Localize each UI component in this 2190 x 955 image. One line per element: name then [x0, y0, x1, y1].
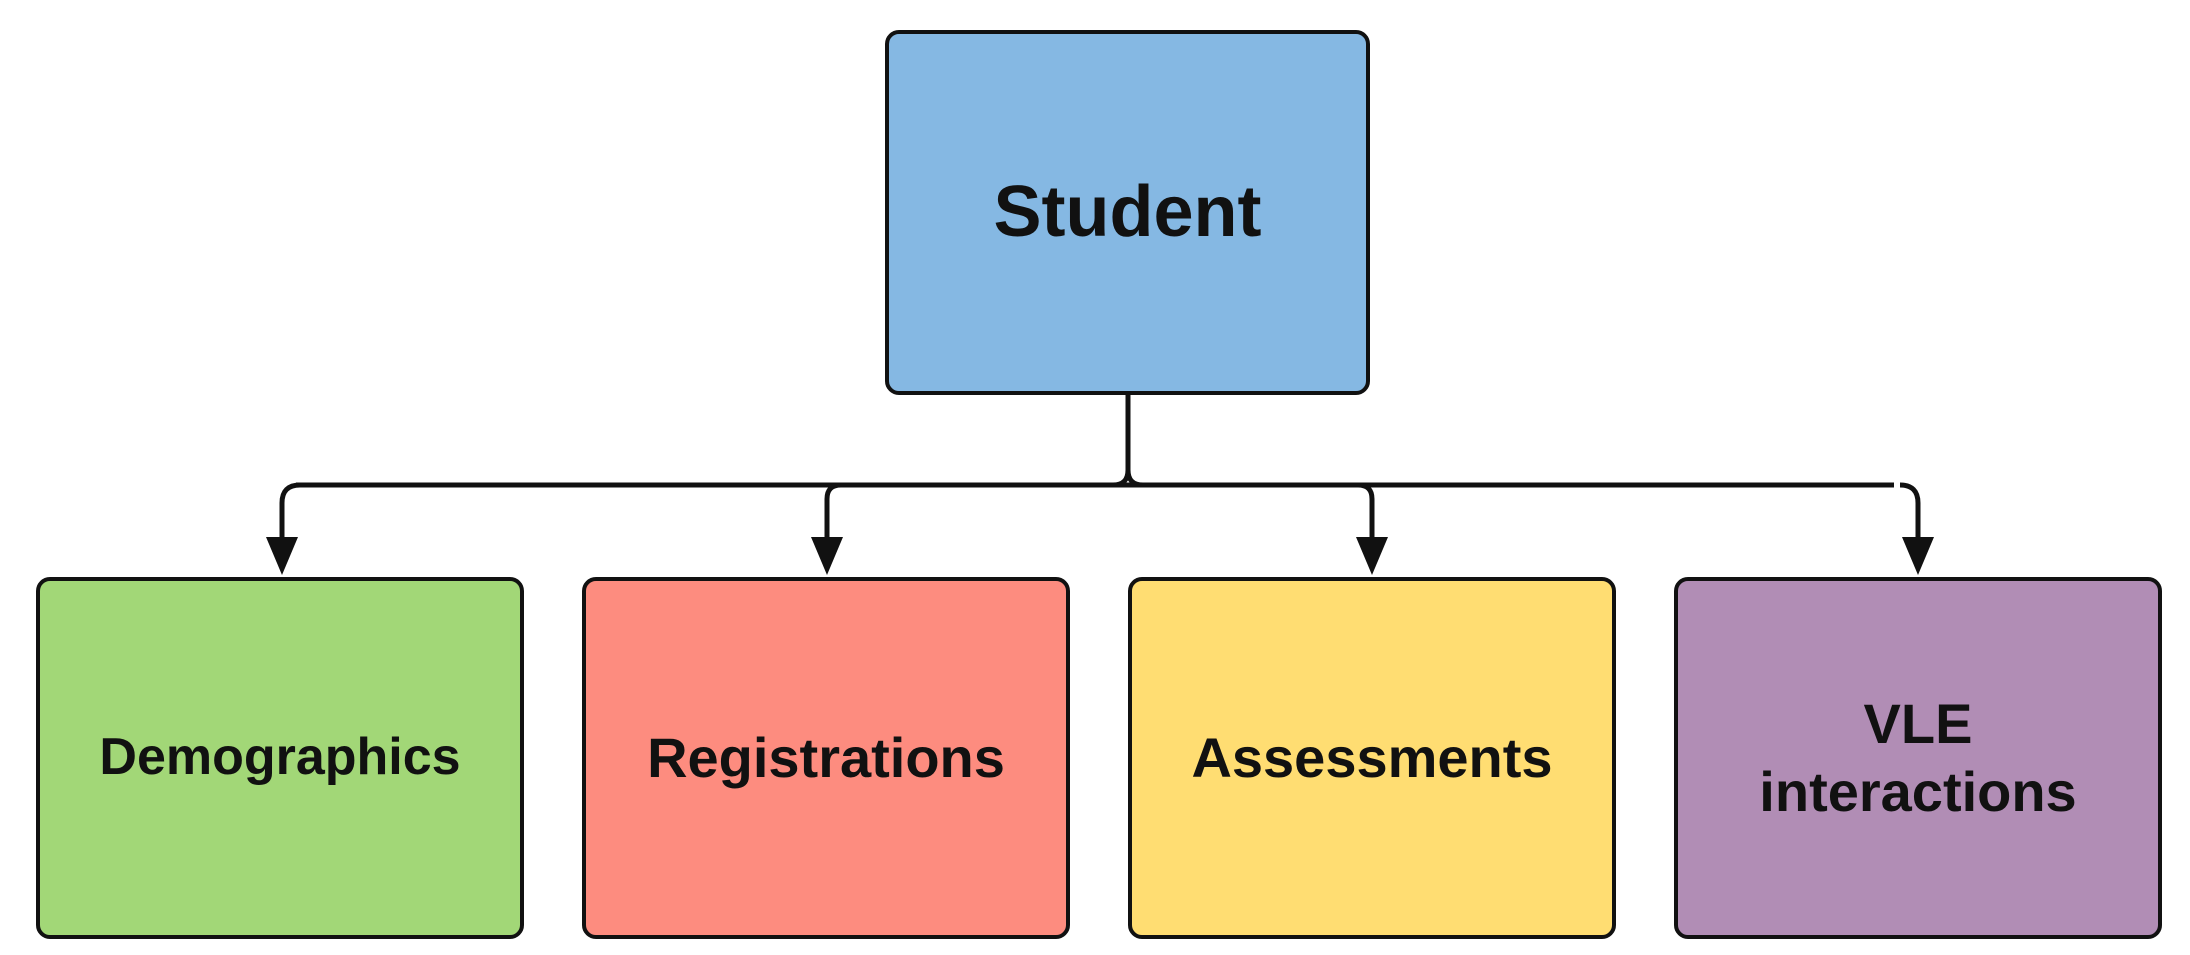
connector-drop-assessments: [1357, 482, 1375, 540]
node-student-label: Student: [993, 171, 1262, 252]
node-registrations-label: Registrations: [647, 725, 1005, 789]
node-vle-interactions-label: VLE interactions: [1759, 691, 2077, 823]
node-assessments-label: Assessments: [1191, 725, 1553, 789]
arrowhead-vle: [1902, 537, 1934, 575]
node-demographics-label: Demographics: [99, 728, 461, 787]
connector-drop-registrations: [824, 482, 842, 540]
node-registrations: Registrations: [582, 577, 1070, 939]
arrowhead-demographics: [266, 537, 298, 575]
connector-drop-vle: [1899, 482, 1921, 540]
node-student: Student: [885, 30, 1370, 395]
arrowhead-registrations: [811, 537, 843, 575]
node-vle-interactions: VLE interactions: [1674, 577, 2162, 939]
connector-drop-demographics: [279, 482, 301, 540]
node-demographics: Demographics: [36, 577, 524, 939]
node-assessments: Assessments: [1128, 577, 1616, 939]
arrowhead-assessments: [1356, 537, 1388, 575]
